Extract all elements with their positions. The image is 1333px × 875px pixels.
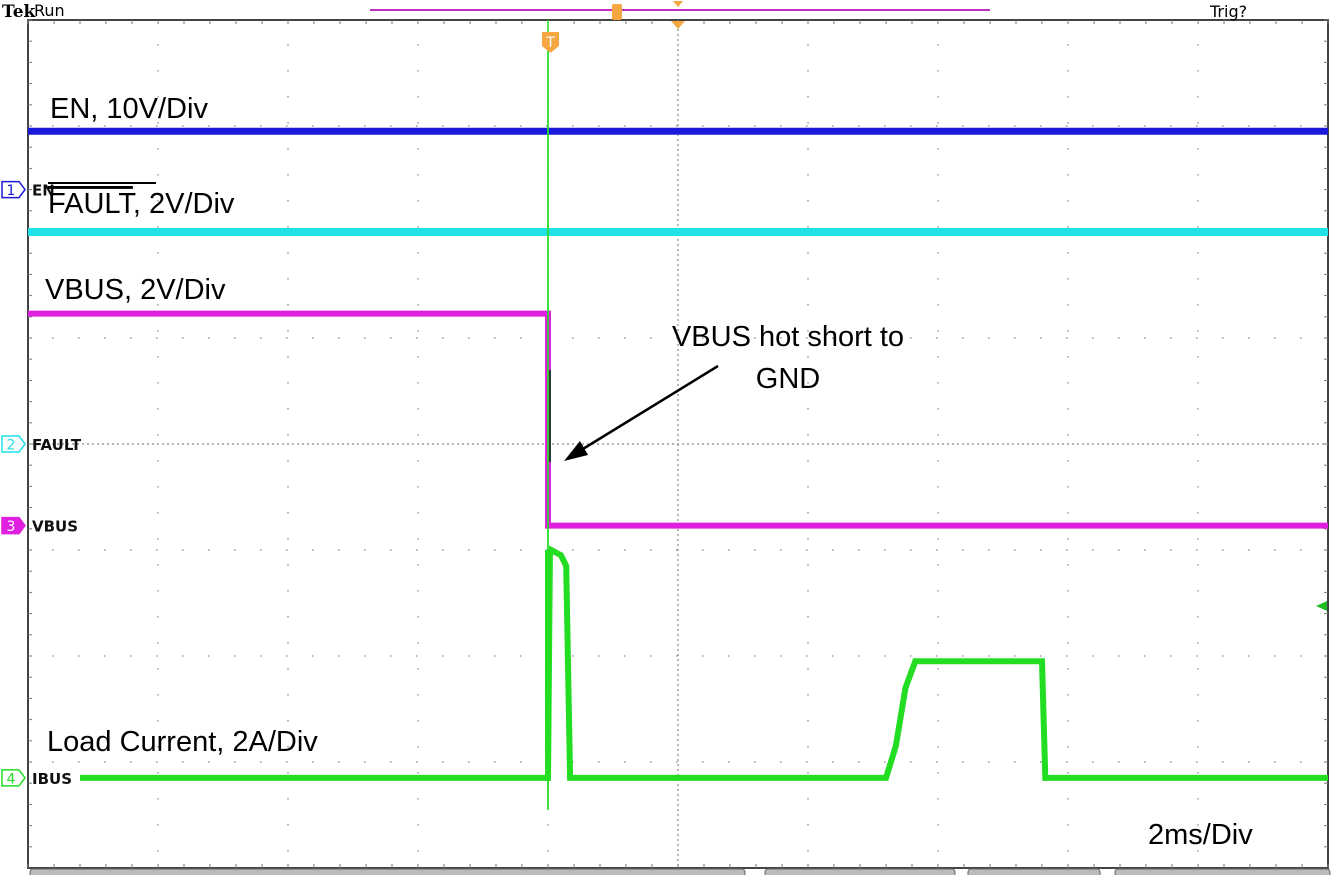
channel-name: IBUS (32, 770, 72, 788)
expansion-point-icon (673, 1, 683, 7)
channel-3-marker[interactable]: 3 VBUS (1, 516, 78, 536)
channel-1-marker[interactable]: 1 EN (1, 180, 55, 200)
en-label: EN, 10V/Div (50, 93, 208, 125)
channel-2-marker[interactable]: 2 FAULT (1, 435, 82, 454)
channel-marker-number: 1 (7, 183, 16, 199)
record-position-icon[interactable] (612, 4, 622, 20)
graticule (27, 19, 1329, 869)
fault-label: FAULT, 2V/Div (48, 188, 235, 220)
svg-text:T: T (545, 35, 555, 51)
waveforms (28, 20, 1328, 810)
trigger-level-icon[interactable] (1316, 601, 1327, 611)
channel-marker-number: 3 (7, 519, 16, 535)
vbus-label: VBUS, 2V/Div (45, 274, 226, 306)
annotation-line2: GND (756, 363, 820, 395)
channel-marker-number: 2 (7, 438, 16, 454)
channel-name: EN (32, 182, 55, 200)
channel-marker-shape (1, 180, 26, 199)
horizontal-position-icon[interactable] (671, 21, 685, 29)
annotation-line1: VBUS hot short to (672, 321, 904, 353)
brand-logo: Tek (2, 2, 37, 22)
channel-name: VBUS (32, 518, 78, 536)
channel-marker-shape (1, 516, 26, 535)
channel-4-marker[interactable]: 4 IBUS (1, 769, 72, 788)
arrow-icon (564, 364, 719, 461)
trace-ibus-spike (80, 35, 1328, 810)
channel-name: FAULT (32, 436, 82, 454)
fault-label-name: FAULT (48, 188, 136, 220)
trigger-position-icon[interactable]: T (542, 32, 559, 53)
fault-label-scale: , 2V/Div (133, 188, 235, 220)
channel-marker-shape (1, 435, 26, 453)
channel-marker-shape (1, 769, 26, 787)
bottom-readout-bar (29, 868, 1331, 875)
timebase-label: 2ms/Div (1148, 819, 1253, 851)
acquisition-status: Run (34, 1, 65, 20)
trigger-status: Trig? (1209, 2, 1247, 21)
load-current-label: Load Current, 2A/Div (47, 726, 318, 758)
channel-marker-number: 4 (7, 771, 16, 787)
